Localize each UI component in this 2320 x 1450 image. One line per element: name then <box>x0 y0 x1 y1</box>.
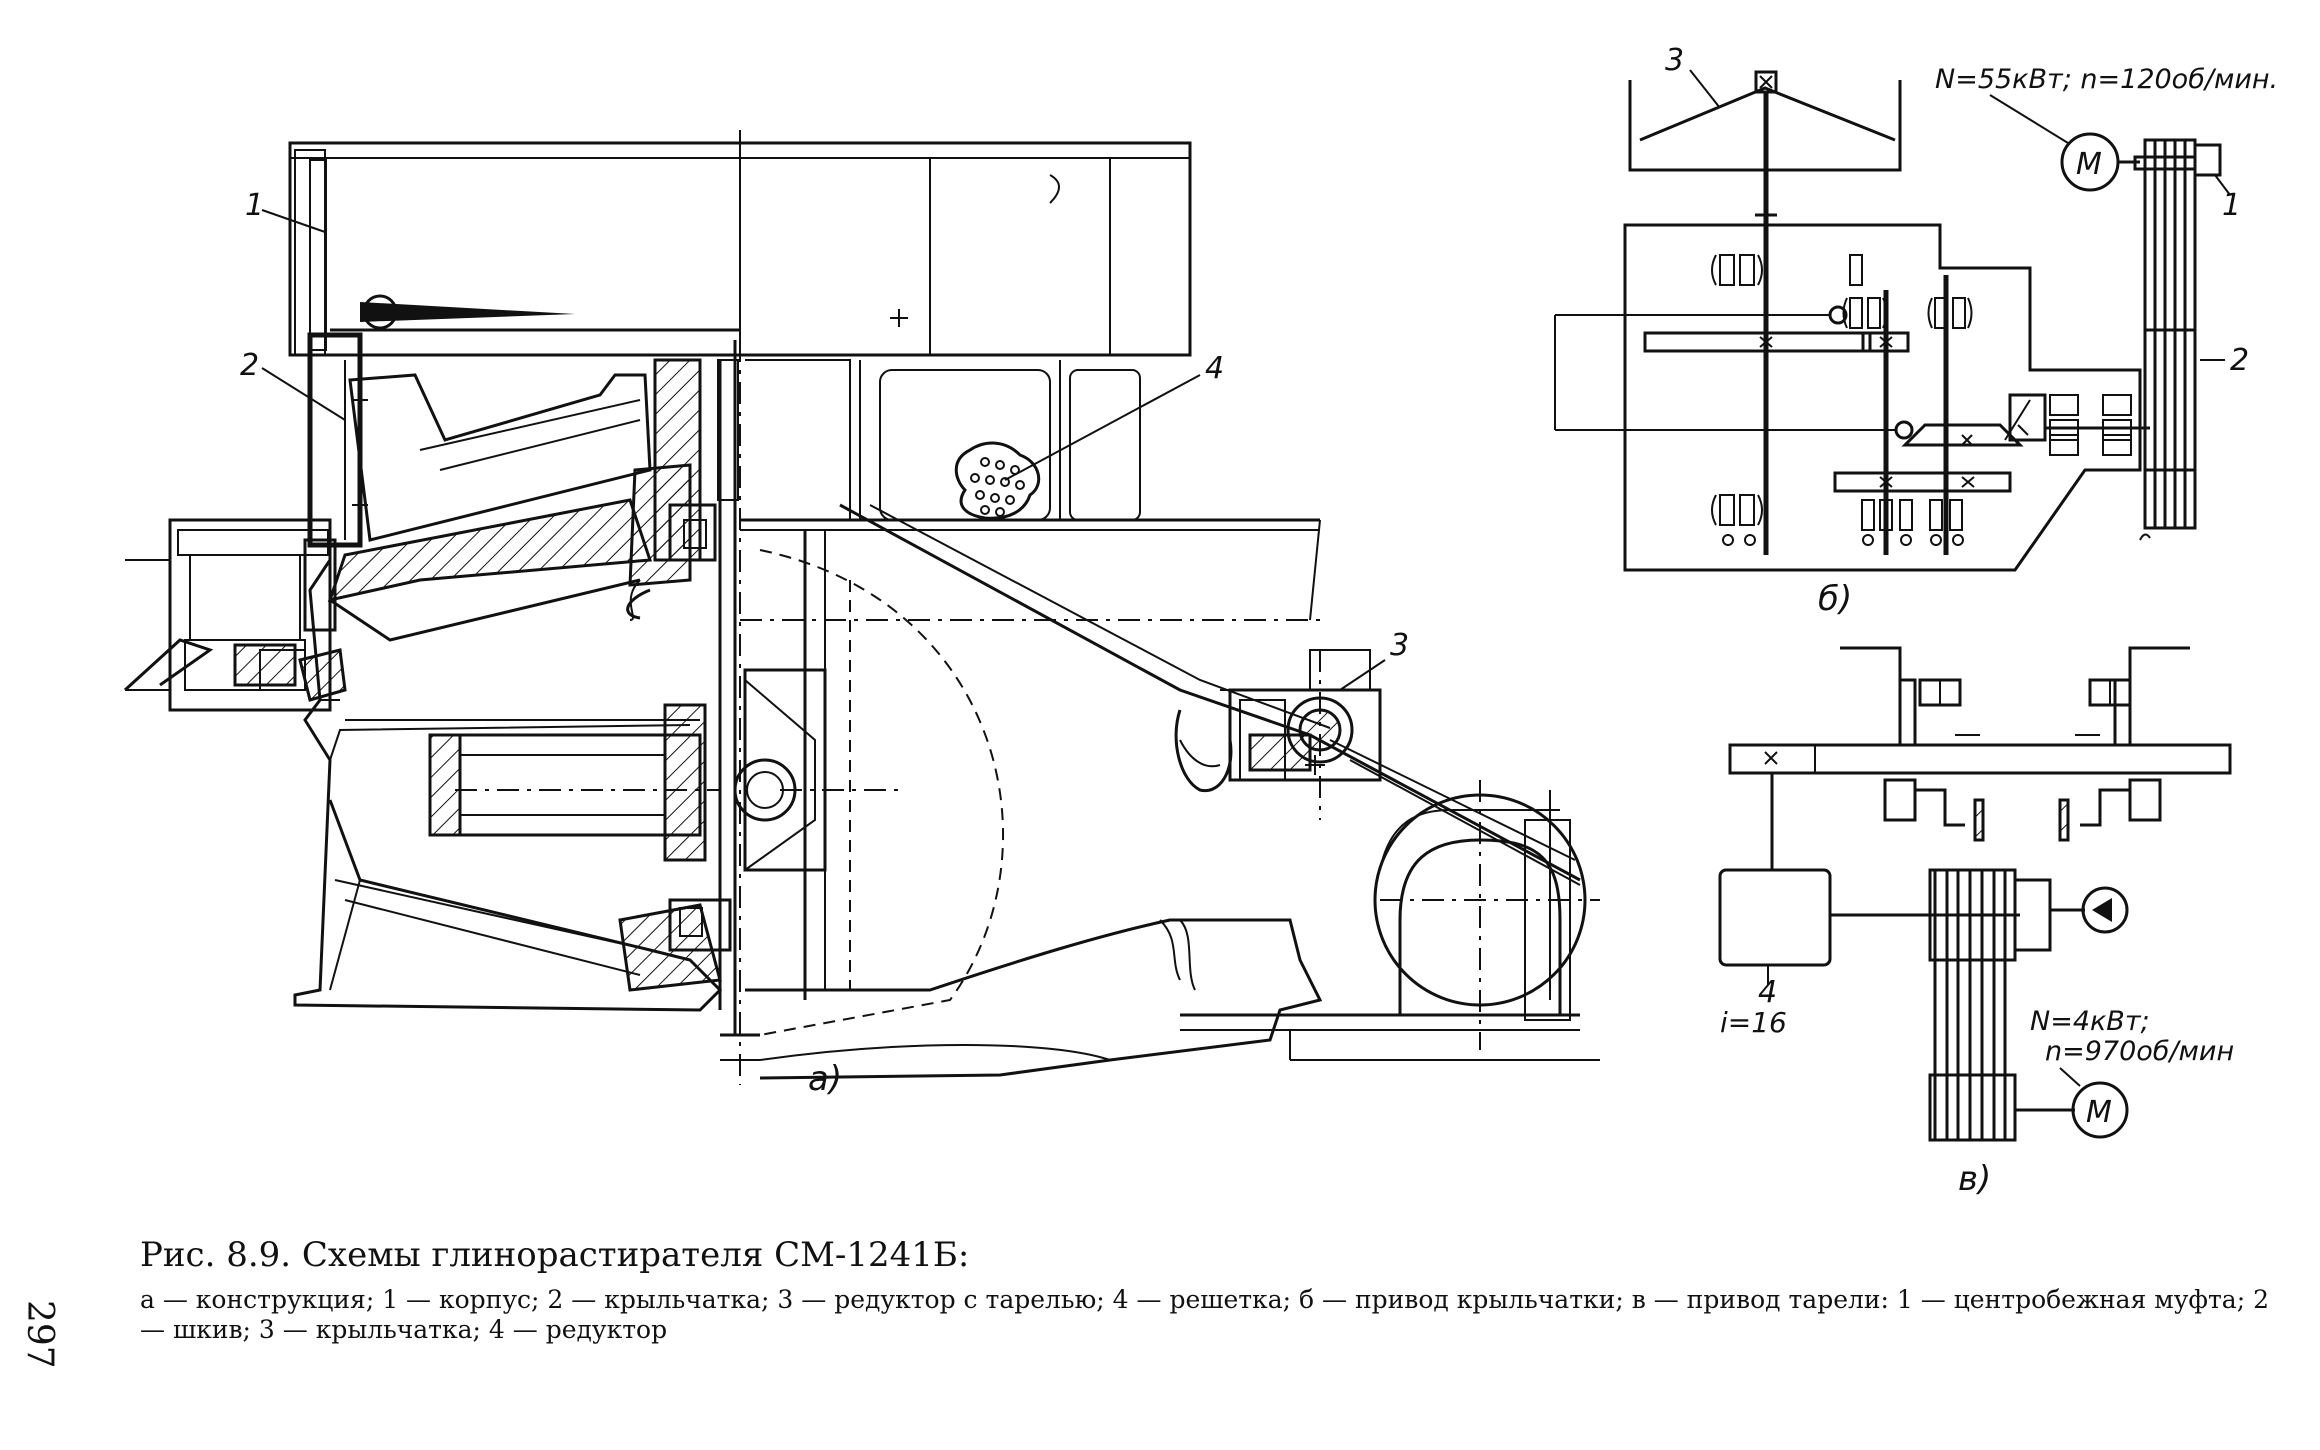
label-a-part3: 3 <box>1390 628 1409 663</box>
impeller <box>348 373 652 542</box>
label-view-a: а) <box>808 1059 842 1099</box>
label-b-part3: 3 <box>1665 43 1684 78</box>
label-b-motor: M <box>2076 147 2102 182</box>
tray-plate <box>1728 743 2232 775</box>
label-a-part2: 2 <box>240 348 259 383</box>
figure-caption: Рис. 8.9. Схемы глинорастирателя СМ-1241… <box>140 1235 2280 1344</box>
label-a-part1: 1 <box>245 188 264 223</box>
caption-text: а — конструкция; 1 — корпус; 2 — крыльча… <box>140 1285 2269 1344</box>
caption-title: Рис. 8.9. Схемы глинорастирателя СМ-1241… <box>140 1235 970 1275</box>
page-number: 297 <box>19 1300 60 1369</box>
pulley-1 <box>2143 138 2197 472</box>
view-v-tray-drive: 4 i=16 M N=4кВт; n=970об/мин в) <box>1718 646 2234 1199</box>
label-v-spec-power: N=4кВт; <box>2030 1006 2150 1037</box>
label-b-part1: 1 <box>2222 188 2241 223</box>
pulley-2 <box>2143 328 2197 530</box>
label-v-motor: M <box>2086 1095 2112 1130</box>
tray-motor <box>2071 1081 2129 1139</box>
label-view-v: в) <box>1958 1159 1991 1199</box>
view-a-construction: 1 2 3 4 а) <box>123 130 1600 1099</box>
label-v-spec-speed: n=970об/мин <box>2045 1036 2234 1067</box>
reducer-4 <box>1718 868 1832 967</box>
view-b-impeller-drive: M N=55кВт; n=120об/мин. 3 1 2 б) <box>1554 43 2278 619</box>
clutch-symbol <box>2081 886 2129 934</box>
label-b-spec: N=55кВт; n=120об/мин. <box>1935 64 2278 95</box>
label-a-part4: 4 <box>1205 351 1224 386</box>
tray-belt <box>1928 868 2017 1142</box>
label-v-ratio: i=16 <box>1720 1006 1787 1039</box>
impeller-drive-housing <box>1623 223 2142 572</box>
label-view-b: б) <box>1818 579 1852 619</box>
grate <box>954 441 1041 520</box>
label-v-part4: 4 <box>1758 975 1777 1010</box>
label-b-part2: 2 <box>2230 343 2249 378</box>
